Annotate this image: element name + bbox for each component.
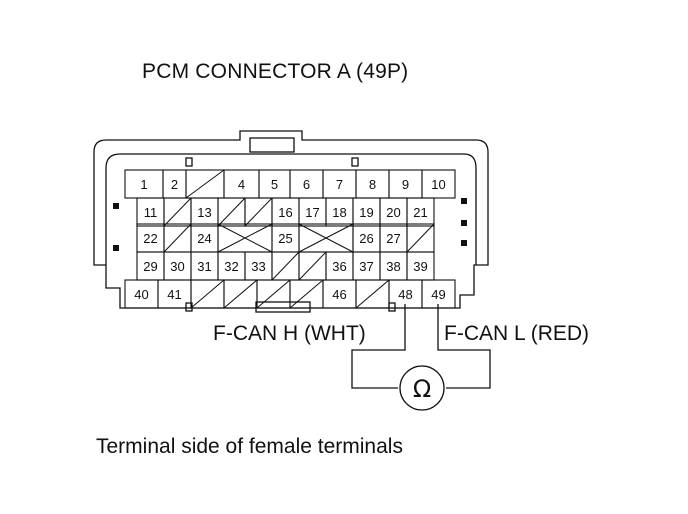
terminal-number: 41 <box>167 287 181 302</box>
terminal-number: 24 <box>197 231 211 246</box>
empty-cavity-mark <box>217 197 246 227</box>
empty-cavity-mark <box>185 169 225 199</box>
empty-cavity-mark <box>406 223 435 253</box>
terminal-number: 29 <box>143 259 157 274</box>
lead-wire-h <box>351 304 406 389</box>
terminal-number: 21 <box>413 205 427 220</box>
probe-label-fcan-h: F-CAN H (WHT) <box>213 322 366 345</box>
terminal-number: 30 <box>170 259 184 274</box>
empty-cavity-mark <box>223 279 258 309</box>
terminal-number: 32 <box>224 259 238 274</box>
diagram-caption: Terminal side of female terminals <box>96 435 403 458</box>
terminal-number: 48 <box>398 287 412 302</box>
right-latch-bottom <box>461 240 467 246</box>
ohmmeter-icon <box>399 365 445 411</box>
terminal-number: 46 <box>332 287 346 302</box>
terminal-number: 39 <box>413 259 427 274</box>
terminal-number: 49 <box>431 287 445 302</box>
empty-cavity-mark <box>163 223 192 253</box>
empty-cavity-mark <box>289 279 324 309</box>
left-latch-top <box>113 203 119 209</box>
terminal-number: 16 <box>278 205 292 220</box>
terminal-number: 22 <box>143 231 157 246</box>
terminal-number: 37 <box>359 259 373 274</box>
connector-shell-outer <box>93 130 489 309</box>
empty-cavity-mark <box>217 223 273 253</box>
terminal-cavity <box>421 169 456 199</box>
terminal-number: 18 <box>332 205 346 220</box>
terminal-number: 36 <box>332 259 346 274</box>
left-latch-bottom <box>113 245 119 251</box>
empty-cavity-mark <box>163 197 192 227</box>
terminal-number: 6 <box>303 177 310 192</box>
connector-lock-tab <box>255 301 311 313</box>
empty-cavity-marks <box>163 169 435 309</box>
terminal-number: 20 <box>386 205 400 220</box>
terminal-number: 25 <box>278 231 292 246</box>
empty-cavity-mark <box>355 279 390 309</box>
terminal-number: 8 <box>369 177 376 192</box>
terminal-number: 31 <box>197 259 211 274</box>
terminal-number: 10 <box>431 177 445 192</box>
terminal-number: 11 <box>144 205 158 220</box>
empty-cavity-mark <box>298 251 327 281</box>
terminal-number: 40 <box>134 287 148 302</box>
ohm-symbol: Ω <box>413 375 431 403</box>
terminal-number: 5 <box>271 177 278 192</box>
terminal-number: 33 <box>251 259 265 274</box>
empty-cavity-mark <box>190 279 225 309</box>
terminal-cavity <box>406 197 435 227</box>
terminal-number: 17 <box>305 205 319 220</box>
empty-cavity-mark <box>298 223 354 253</box>
terminal-number: 13 <box>197 205 211 220</box>
terminal-number: 38 <box>386 259 400 274</box>
right-latch-top <box>461 198 467 204</box>
probe-label-fcan-l: F-CAN L (RED) <box>444 322 590 345</box>
terminal-number: 19 <box>359 205 373 220</box>
right-latch-mid <box>461 220 467 226</box>
terminal-number: 1 <box>140 177 147 192</box>
page-title: PCM CONNECTOR A (49P) <box>142 60 409 83</box>
terminal-number: 4 <box>238 177 245 192</box>
lead-wire-l <box>437 304 491 389</box>
empty-cavity-mark <box>244 197 273 227</box>
terminal-number: 2 <box>171 177 178 192</box>
terminal-number: 27 <box>386 231 400 246</box>
terminal-grid <box>124 169 456 309</box>
terminal-number: 7 <box>336 177 343 192</box>
terminal-number: 9 <box>402 177 409 192</box>
empty-cavity-mark <box>271 251 300 281</box>
empty-cavity-mark <box>256 279 291 309</box>
terminal-number: 26 <box>359 231 373 246</box>
connector-key <box>249 137 295 153</box>
connector-shell-inner <box>105 153 477 265</box>
